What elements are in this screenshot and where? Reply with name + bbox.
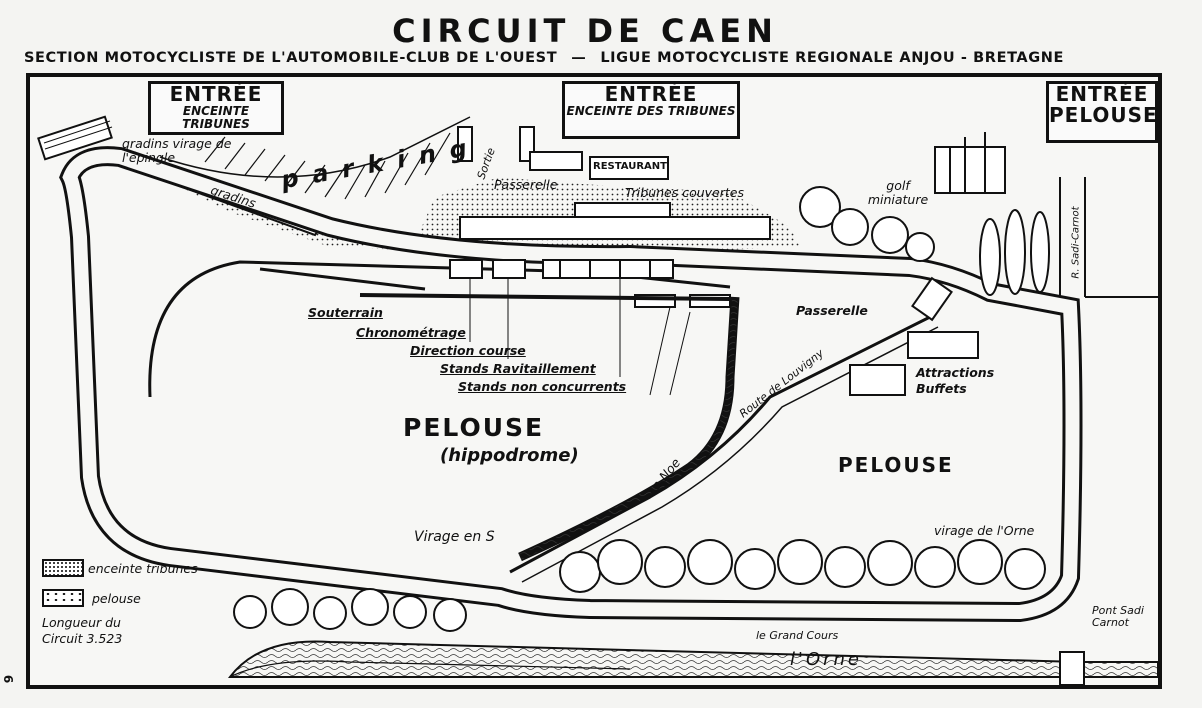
subtitle-left: SECTION MOTOCYCLISTE DE L'AUTOMOBILE-CLU… (24, 50, 558, 66)
route-de-louvigny (509, 315, 931, 574)
label-souterrain: Souterrain (308, 305, 383, 320)
trees-top-right (799, 186, 1050, 296)
entrance-tribunes-left: ENTRÉE ENCEINTE TRIBUNES (148, 81, 284, 135)
tree-line (233, 539, 1046, 632)
leader-lines (469, 278, 691, 396)
label-restaurant: RESTAURANT (593, 161, 667, 172)
footbridge (911, 276, 953, 322)
rue-sadi-carnot (1059, 177, 1158, 298)
label-direction-course: Direction course (410, 343, 526, 358)
pont-sadi-carnot (1059, 651, 1085, 685)
inner-road (148, 260, 731, 398)
label-attractions: Attractions (916, 365, 995, 380)
label-hippodrome: (hippodrome) (440, 445, 579, 466)
label-pelouse-main: PELOUSE (403, 413, 545, 442)
grandstand-hairpin (37, 115, 113, 161)
river-orne (227, 640, 1158, 678)
pits-buildings (259, 259, 731, 308)
label-virage-orne: virage de l'Orne (934, 523, 1035, 538)
legend-length-line1: Longueur du (42, 615, 121, 630)
map-subtitle: SECTION MOTOCYCLISTE DE L'AUTOMOBILE-CLU… (24, 50, 1164, 66)
label-orne: l'Orne (790, 649, 862, 670)
label-passerelle-top: Passerelle (494, 177, 558, 192)
label-rue-sadi-carnot: R. Sadi-Carnot (1070, 206, 1082, 279)
parking-area (159, 116, 471, 200)
entrance-pelouse: ENTRÉE PELOUSE (1046, 81, 1158, 143)
label-grand-cours: le Grand Cours (756, 629, 839, 642)
map-title: CIRCUIT DE CAEN (392, 12, 778, 50)
label-stands-ravitaillement: Stands Ravitaillement (440, 361, 596, 376)
legend-swatch-tribunes (42, 559, 84, 577)
circuit-map: ENTRÉE ENCEINTE TRIBUNES ENTRÉE ENCEINTE… (26, 73, 1162, 689)
race-track-surface (62, 149, 1080, 620)
label-tribunes-couvertes: Tribunes couvertes (625, 185, 745, 200)
subtitle-right: LIGUE MOTOCYCLISTE REGIONALE ANJOU - BRE… (600, 50, 1064, 66)
legend-length-line2: Circuit 3.523 (42, 631, 123, 646)
legend-label-tribunes: enceinte tribunes (88, 561, 198, 576)
label-golf: golf miniature (867, 178, 929, 207)
attractions-buildings (849, 331, 979, 396)
label-stands-non-concurrents: Stands non concurrents (458, 379, 627, 394)
label-pont-sadi-carnot: Pont Sadi Carnot (1092, 604, 1144, 630)
label-virage-s: Virage en S (414, 529, 495, 545)
label-passerelle-right: Passerelle (796, 303, 868, 318)
page-number: 6 (1, 674, 16, 684)
legend-swatch-pelouse (42, 589, 84, 607)
label-pelouse-right: PELOUSE (838, 453, 954, 477)
subtitle-separator: — (571, 50, 587, 66)
entrance-tribunes-center: ENTRÉE ENCEINTE DES TRIBUNES (562, 81, 740, 139)
entrance-towers-right (934, 132, 1006, 194)
legend-label-pelouse: pelouse (92, 591, 141, 606)
entrance-towers-left (457, 126, 669, 180)
map-drawing (37, 115, 1158, 685)
covered-grandstand (459, 202, 771, 240)
label-buffets: Buffets (916, 381, 967, 396)
label-gradins-virage: gradins virage de l'épingle (122, 136, 232, 165)
la-noe-stream (518, 296, 740, 562)
label-chronometrage: Chronométrage (356, 325, 466, 340)
